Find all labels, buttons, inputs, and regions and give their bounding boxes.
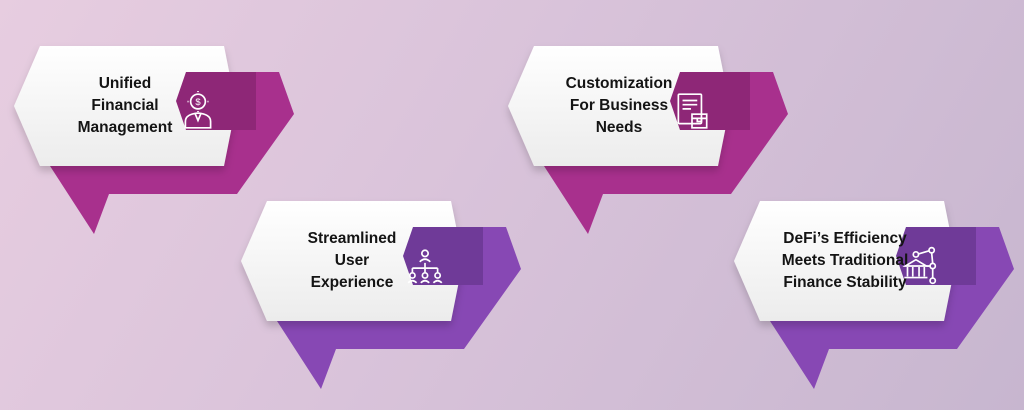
card-label: Unified Financial Management <box>77 75 173 136</box>
document-box-icon <box>677 93 708 129</box>
bank-network-icon <box>902 246 937 285</box>
card-customization-for-business-needs: Customization For Business Needs <box>508 46 793 241</box>
card-label: DeFi’s Efficiency Meets Traditional Fina… <box>781 230 909 291</box>
icon-badge <box>670 72 750 130</box>
icon-badge <box>403 227 483 285</box>
svg-text:$: $ <box>195 97 201 108</box>
card-unified-financial-management: Unified Financial Management $ <box>14 46 299 241</box>
org-chart-icon <box>407 249 443 284</box>
card-shape <box>508 46 788 234</box>
card-streamlined-user-experience: Streamlined User Experience <box>241 201 526 396</box>
card-shape <box>734 201 1014 389</box>
card-panel <box>14 46 236 166</box>
card-panel <box>734 201 956 321</box>
card-label: Customization For Business Needs <box>565 75 673 136</box>
card-label: Streamlined User Experience <box>307 230 397 291</box>
card-panel <box>241 201 463 321</box>
icon-badge <box>896 227 976 285</box>
card-shape <box>241 201 521 389</box>
finance-manager-icon: $ <box>184 91 212 129</box>
card-defi-efficiency: DeFi’s Efficiency Meets Traditional Fina… <box>734 201 1019 396</box>
card-panel <box>508 46 730 166</box>
